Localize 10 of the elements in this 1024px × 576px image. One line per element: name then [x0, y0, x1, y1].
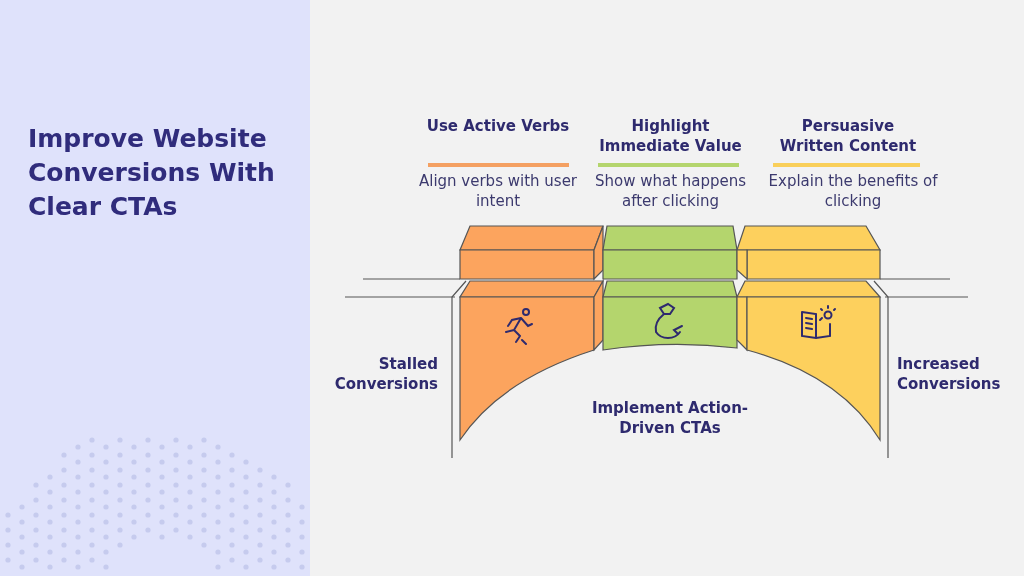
step-heading: Use Active Verbs: [425, 116, 571, 136]
step-description: Show what happens after clicking: [593, 171, 748, 211]
start-label: Stalled Conversions: [333, 354, 438, 394]
step-description: Explain the benefits of clicking: [768, 171, 938, 211]
bridge-label: Implement Action-Driven CTAs: [590, 398, 750, 438]
step-description: Align verbs with user intent: [418, 171, 578, 211]
step-heading: Highlight Immediate Value: [598, 116, 743, 156]
step-heading: Persuasive Written Content: [778, 116, 918, 156]
end-label: Increased Conversions: [897, 354, 1002, 394]
page-title: Improve Website Conversions With Clear CTAs: [28, 123, 276, 223]
